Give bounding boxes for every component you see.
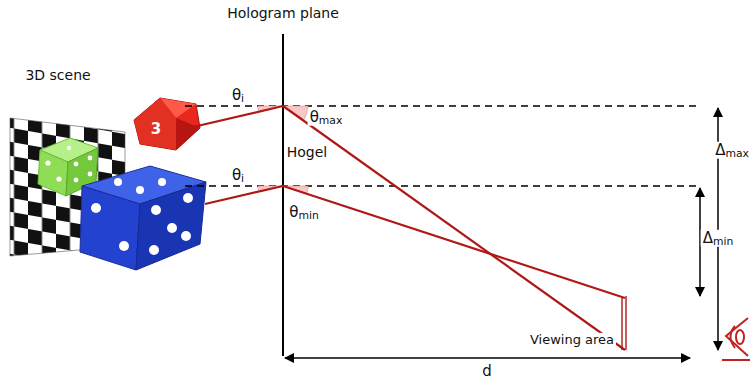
eye-symbol [722, 318, 750, 360]
symbol: Δ [703, 229, 713, 247]
subscript: i [241, 92, 244, 105]
hogel-label: Hogel [285, 145, 329, 160]
symbol: θ [310, 108, 319, 126]
angle-label: θmin [287, 204, 321, 221]
angle-label: θi [230, 167, 246, 184]
symbol: θ [232, 86, 241, 104]
subscript: min [713, 235, 733, 248]
light-ray [180, 106, 625, 350]
subscript: max [319, 114, 343, 127]
viewing-area-mark [622, 296, 626, 350]
blue-die [80, 166, 206, 270]
dimension-arrow [285, 357, 690, 359]
scene-title: 3D scene [23, 68, 92, 83]
symbol: θ [289, 203, 298, 221]
die-number: 3 [149, 121, 163, 138]
subscript: max [725, 147, 749, 160]
symbol: Δ [715, 141, 725, 159]
symbol: θ [232, 166, 241, 184]
angle-label: θi [230, 87, 246, 104]
dimension-label: Δmax [713, 142, 751, 159]
dimension-label: Δmin [701, 230, 736, 247]
checkerboard [0, 100, 140, 270]
hologram-plane-line [282, 34, 284, 356]
subscript: min [298, 209, 318, 222]
angle-label: θmax [308, 109, 345, 126]
subscript: i [241, 172, 244, 185]
viewing-area-label: Viewing area [528, 333, 616, 347]
distance-label: d [480, 363, 494, 379]
plane-title: Hologram plane [225, 6, 341, 21]
